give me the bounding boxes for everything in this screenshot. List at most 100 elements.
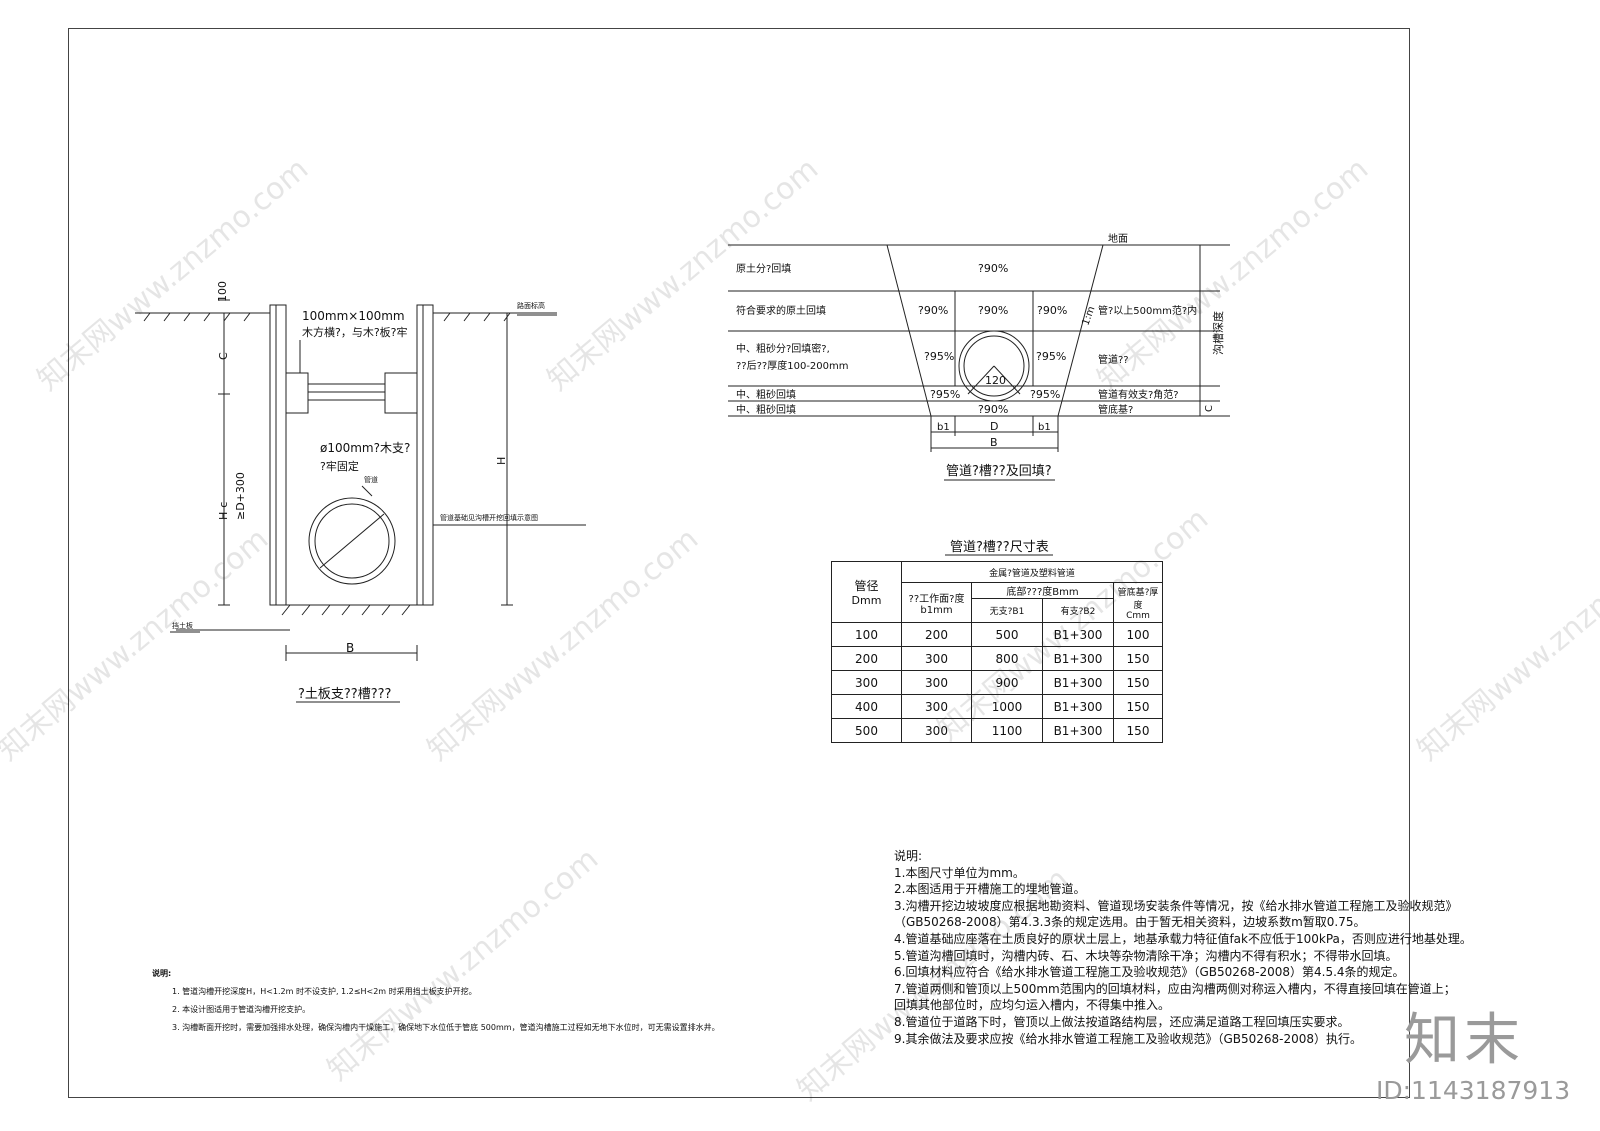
drawing-frame (68, 28, 1410, 1098)
row3-left-2: ??后??厚度100-200mm (736, 359, 849, 372)
table-cell: 300 (831, 670, 902, 695)
row5-right: 管底基? (1098, 403, 1133, 416)
general-notes: 说明: 1.本图尺寸单位为mm。 2.本图适用于开槽施工的埋地管道。 3.沟槽开… (894, 848, 1472, 1047)
row3-left-1: 中、粗砂分?回填密?, (736, 342, 830, 355)
left-notes-title: 说明: (152, 969, 172, 978)
note-5: 5.管道沟槽回填时，沟槽内砖、石、木块等杂物清除干净；沟槽内不得有积水；不得带水… (894, 948, 1398, 963)
table-title: 管道?槽??尺寸表 (950, 540, 1049, 555)
row1-mid: ?90% (978, 262, 1008, 275)
table-cell: 300 (901, 718, 972, 743)
table-cell: 500 (971, 622, 1043, 647)
table-cell: 200 (901, 622, 972, 647)
table-cell: 150 (1113, 670, 1163, 695)
row2-b: ?90% (978, 304, 1008, 317)
label-ground-surface: 地面 (1108, 232, 1128, 245)
table-cell: 200 (831, 646, 902, 671)
left-notes: 说明: 1. 管道沟槽开挖深度H，H<1.2m 时不设支护, 1.2≤H<2m … (152, 968, 720, 1040)
table-cell: 300 (901, 670, 972, 695)
note-6: 6.回填材料应符合《给水排水管道工程施工及验收规范》（GB50268-2008）… (894, 965, 1405, 980)
dim-c: C (217, 352, 230, 360)
left-note-1: 1. 管道沟槽开挖深度H，H<1.2m 时不设支护, 1.2≤H<2m 时采用挡… (172, 987, 477, 996)
dim-b1-right: b1 (1038, 422, 1051, 433)
table-cell: B1+300 (1042, 646, 1114, 671)
dim-h-c: H-c (217, 502, 230, 520)
table-cell: 1100 (971, 718, 1043, 743)
note-4: 4.管道基础应座落在土质良好的原状土层上，地基承载力特征值fak不应低于100k… (894, 931, 1472, 946)
table-cell: 150 (1113, 718, 1163, 743)
table-cell: B1+300 (1042, 670, 1114, 695)
angle-120: 120 (985, 374, 1006, 387)
table-cell: 150 (1113, 694, 1163, 719)
dim-100: 100 (216, 281, 229, 302)
row1-left: 原土分?回填 (736, 262, 791, 275)
left-caption: ?土板支??槽??? (298, 687, 391, 702)
header-no-support: 无支?B1 (971, 598, 1043, 623)
table-cell: 900 (971, 670, 1043, 695)
notes-title: 说明: (894, 849, 923, 863)
label-pipe: 管道 (364, 475, 378, 484)
label-base: 挡土板 (172, 621, 193, 630)
table-cell: 500 (831, 718, 902, 743)
left-note-2: 2. 本设计图适用于管道沟槽开挖支护。 (172, 1005, 311, 1014)
row4-right: 管道有效支?角范? (1098, 388, 1179, 401)
row3-a: ?95% (924, 350, 954, 363)
header-support: 有支?B2 (1042, 598, 1114, 623)
table-cell: 400 (831, 694, 902, 719)
label-timber-2: 木方横?，与木?板?牢 (302, 325, 408, 339)
label-slope: 1:m (1080, 305, 1097, 327)
image-id: ID:1143187913 (1376, 1076, 1571, 1105)
table-cell: 100 (831, 622, 902, 647)
label-strut: ø100mm?木支? (320, 441, 410, 455)
dim-d300: ≥D+300 (234, 472, 247, 520)
row4-a: ?95% (930, 388, 960, 401)
dim-c-right: C (1204, 405, 1215, 412)
left-note-3: 3. 沟槽断面开挖时，需要加强排水处理，确保沟槽内干燥施工，确保地下水位低于管底… (172, 1023, 720, 1032)
row3-b: ?95% (1036, 350, 1066, 363)
right-caption: 管道?槽??及回填? (946, 464, 1052, 479)
label-trench-depth: 沟槽深度 (1211, 311, 1225, 355)
label-ground: 路面标高 (517, 301, 545, 310)
note-2: 2.本图适用于开槽施工的埋地管道。 (894, 882, 1086, 897)
dim-b: B (346, 641, 354, 655)
note-7: 7.管道两侧和管顶以上500mm范围内的回填材料，应由沟槽两侧对称运入槽内，不得… (894, 981, 1456, 996)
note-1: 1.本图尺寸单位为mm。 (894, 865, 1025, 880)
dim-b1-left: b1 (937, 422, 950, 433)
row4-b: ?95% (1030, 388, 1060, 401)
row2-a: ?90% (918, 304, 948, 317)
table-cell: 150 (1113, 646, 1163, 671)
row2-left: 符合要求的原土回填 (736, 304, 826, 317)
label-timber: 100mm×100mm (302, 309, 405, 323)
dim-d: D (990, 420, 998, 433)
table-cell: 1000 (971, 694, 1043, 719)
row5-mid: ?90% (978, 403, 1008, 416)
note-8: 8.管道位于道路下时，管顶以上做法按道路结构层，还应满足道路工程回填压实要求。 (894, 1014, 1350, 1029)
row5-left: 中、粗砂回填 (736, 403, 796, 416)
brand-logo: 知末 (1404, 1008, 1524, 1073)
note-9: 9.其余做法及要求应按《给水排水管道工程施工及验收规范》（GB50268-200… (894, 1031, 1363, 1046)
header-bottom-width: 底部???度Bmm (971, 582, 1114, 599)
note-7b: 回填其他部位时，应均匀运入槽内，不得集中推入。 (894, 998, 1171, 1013)
table-cell: 800 (971, 646, 1043, 671)
label-strut-2: ?牢固定 (320, 459, 359, 473)
header-group: 金属?管道及塑料管道 (901, 561, 1163, 583)
row2-right: 管?以上500mm范?内 (1098, 304, 1197, 317)
dim-b-right: B (990, 436, 998, 449)
note-3: 3.沟槽开挖边坡坡度应根据地勘资料、管道现场安装条件等情况，按《给水排水管道工程… (894, 898, 1458, 913)
table-cell: 300 (901, 694, 972, 719)
label-right: 管道基础见沟槽开挖回填示意图 (440, 513, 538, 522)
table-cell: B1+300 (1042, 718, 1114, 743)
dim-h: H (495, 457, 508, 465)
row3-right: 管道?? (1098, 353, 1129, 366)
table-cell: B1+300 (1042, 694, 1114, 719)
table-cell: 100 (1113, 622, 1163, 647)
row2-c: ?90% (1037, 304, 1067, 317)
table-cell: 300 (901, 646, 972, 671)
